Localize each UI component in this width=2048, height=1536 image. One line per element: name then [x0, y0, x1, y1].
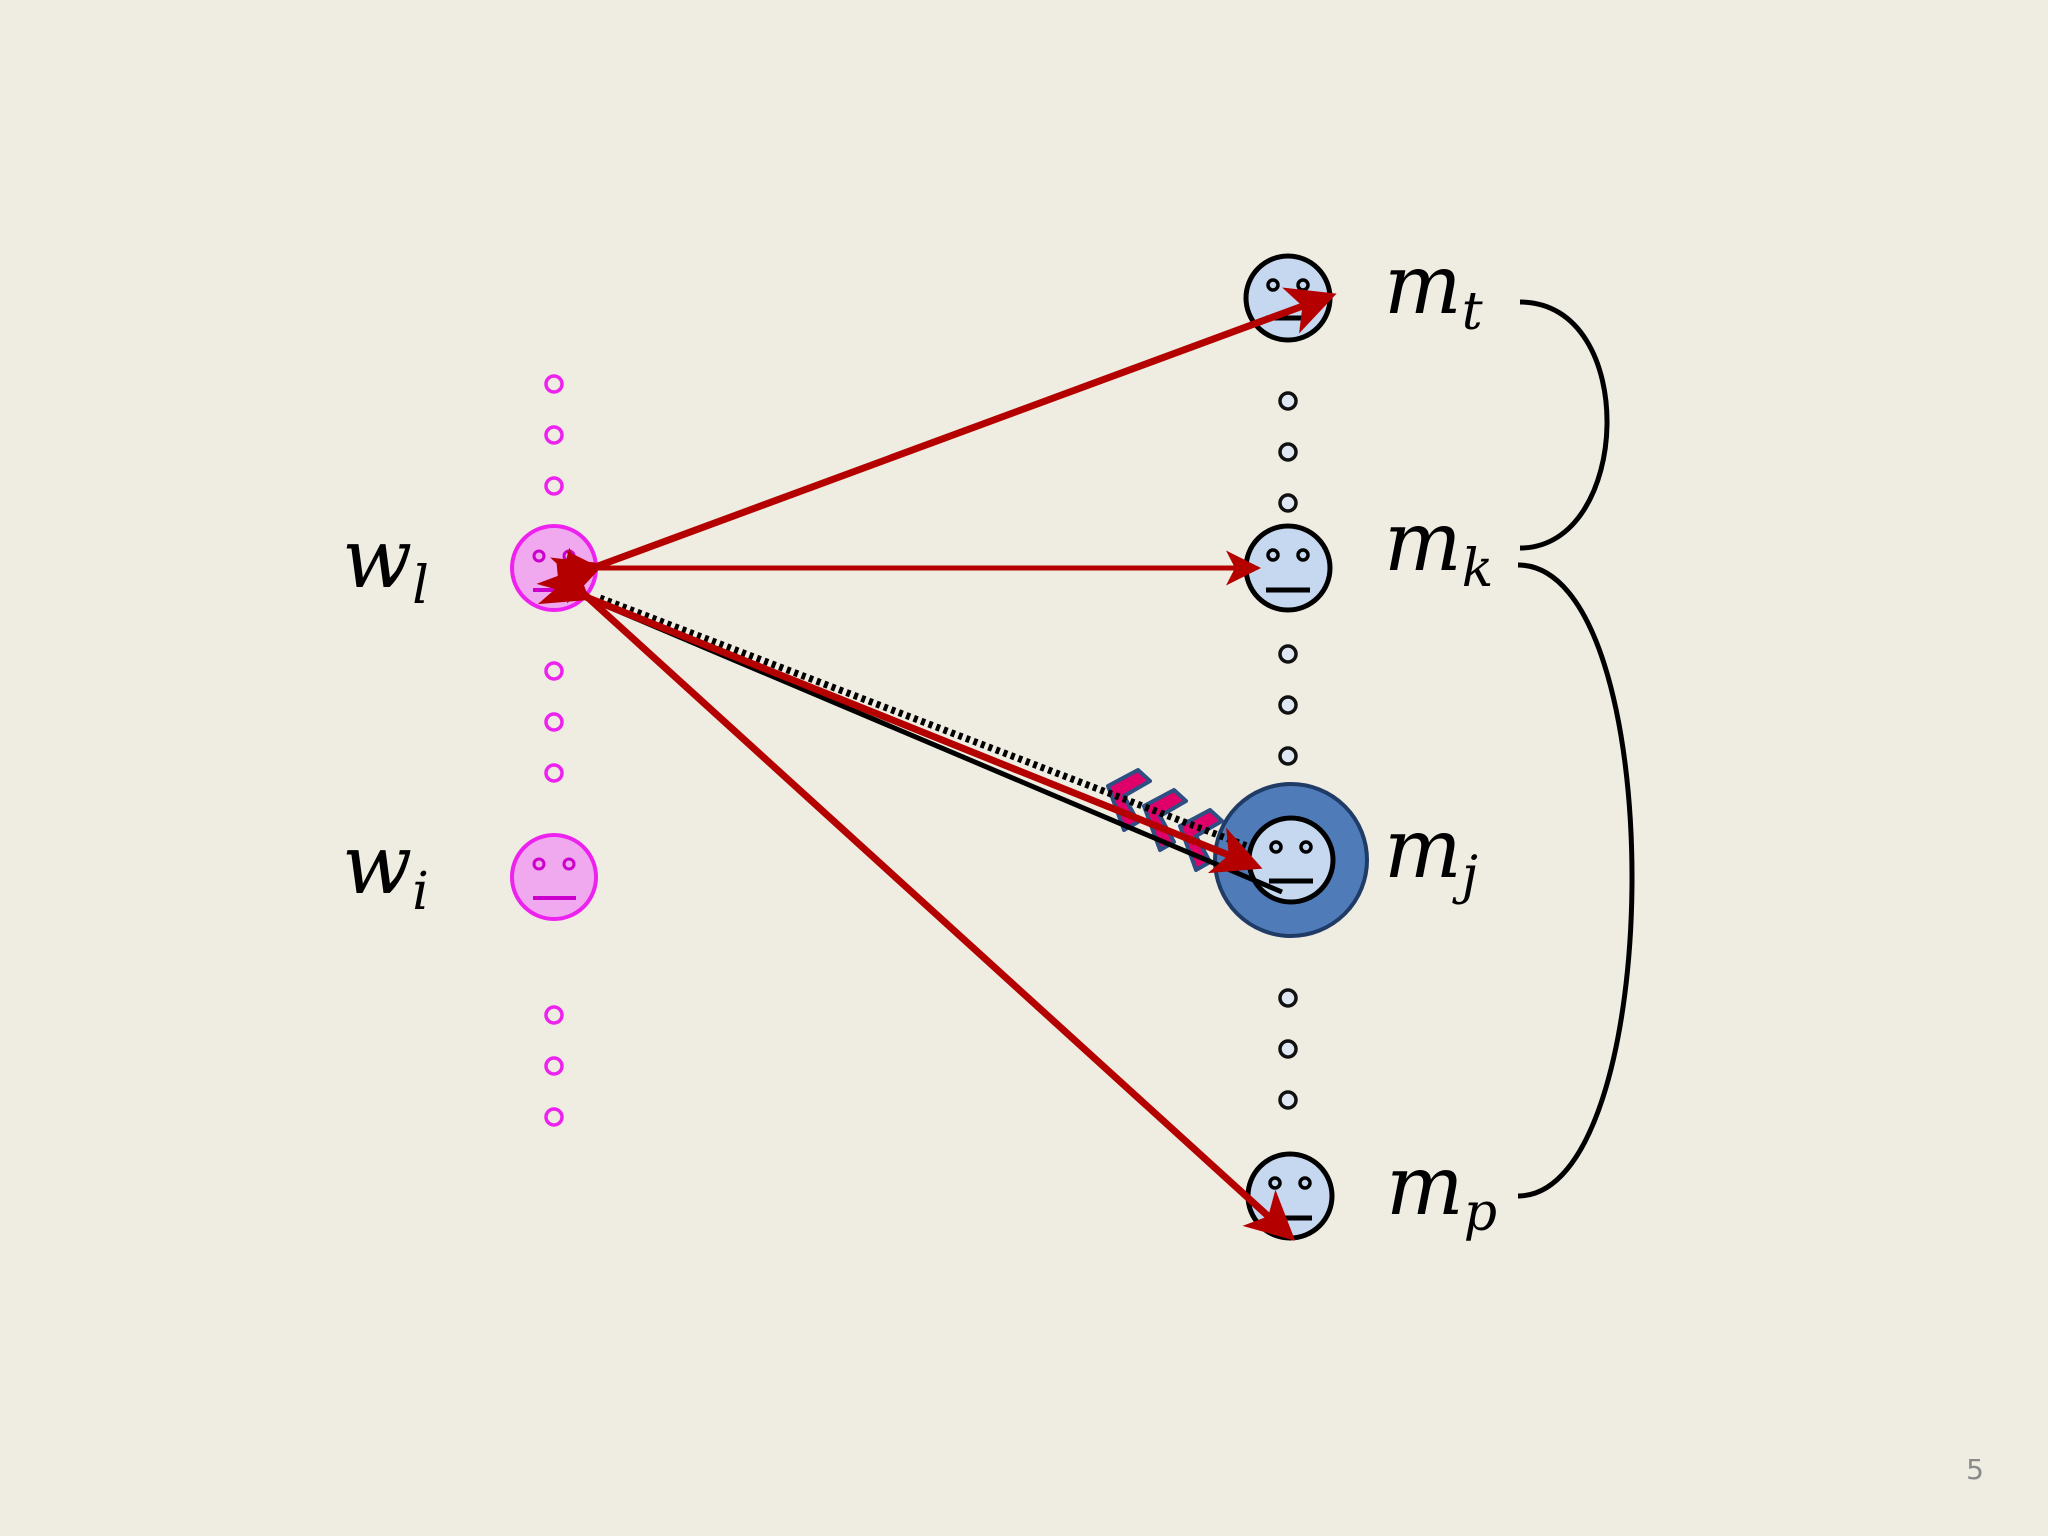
arrow-wl-mj — [537, 558, 1263, 874]
bracket-mt-mk — [1519, 299, 1610, 551]
label-wi-sub: i — [412, 862, 429, 922]
label-wi: wi — [342, 818, 429, 922]
man-mj-face — [1246, 815, 1336, 905]
label-mk: mk — [1384, 495, 1493, 599]
label-mp-sub: p — [1464, 1183, 1497, 1243]
engagement-chevrons — [1106, 768, 1224, 872]
women-ellipsis-middle — [544, 661, 564, 783]
women-ellipsis-bottom — [544, 1005, 564, 1127]
arrow-wl-mp — [536, 547, 1296, 1241]
man-mp-face — [1245, 1151, 1335, 1241]
label-mt: mt — [1384, 238, 1483, 342]
woman-wi-face — [510, 833, 598, 921]
label-wi-main: w — [342, 818, 412, 913]
label-wl-main: w — [342, 512, 412, 607]
men-ellipsis-3 — [1278, 988, 1298, 1110]
arrow-wl-mt — [550, 287, 1337, 604]
label-mk-main: m — [1384, 495, 1462, 590]
label-wl: wl — [342, 512, 429, 616]
dotted-line-wl-mj — [598, 594, 1254, 852]
label-mj: mj — [1384, 802, 1478, 906]
bracket-mk-mp — [1517, 562, 1635, 1199]
label-mt-sub: t — [1462, 282, 1483, 342]
label-wl-sub: l — [412, 556, 429, 616]
label-mj-main: m — [1384, 802, 1462, 897]
man-mk-face — [1243, 523, 1333, 613]
label-mk-sub: k — [1462, 539, 1494, 599]
men-ellipsis-2 — [1278, 644, 1298, 766]
men-ellipsis-1 — [1278, 391, 1298, 513]
label-mt-main: m — [1384, 238, 1462, 333]
women-ellipsis-top — [544, 374, 564, 496]
page-number: 5 — [1966, 1453, 1984, 1486]
label-mp-main: m — [1386, 1139, 1464, 1234]
label-mp: mp — [1386, 1139, 1497, 1243]
